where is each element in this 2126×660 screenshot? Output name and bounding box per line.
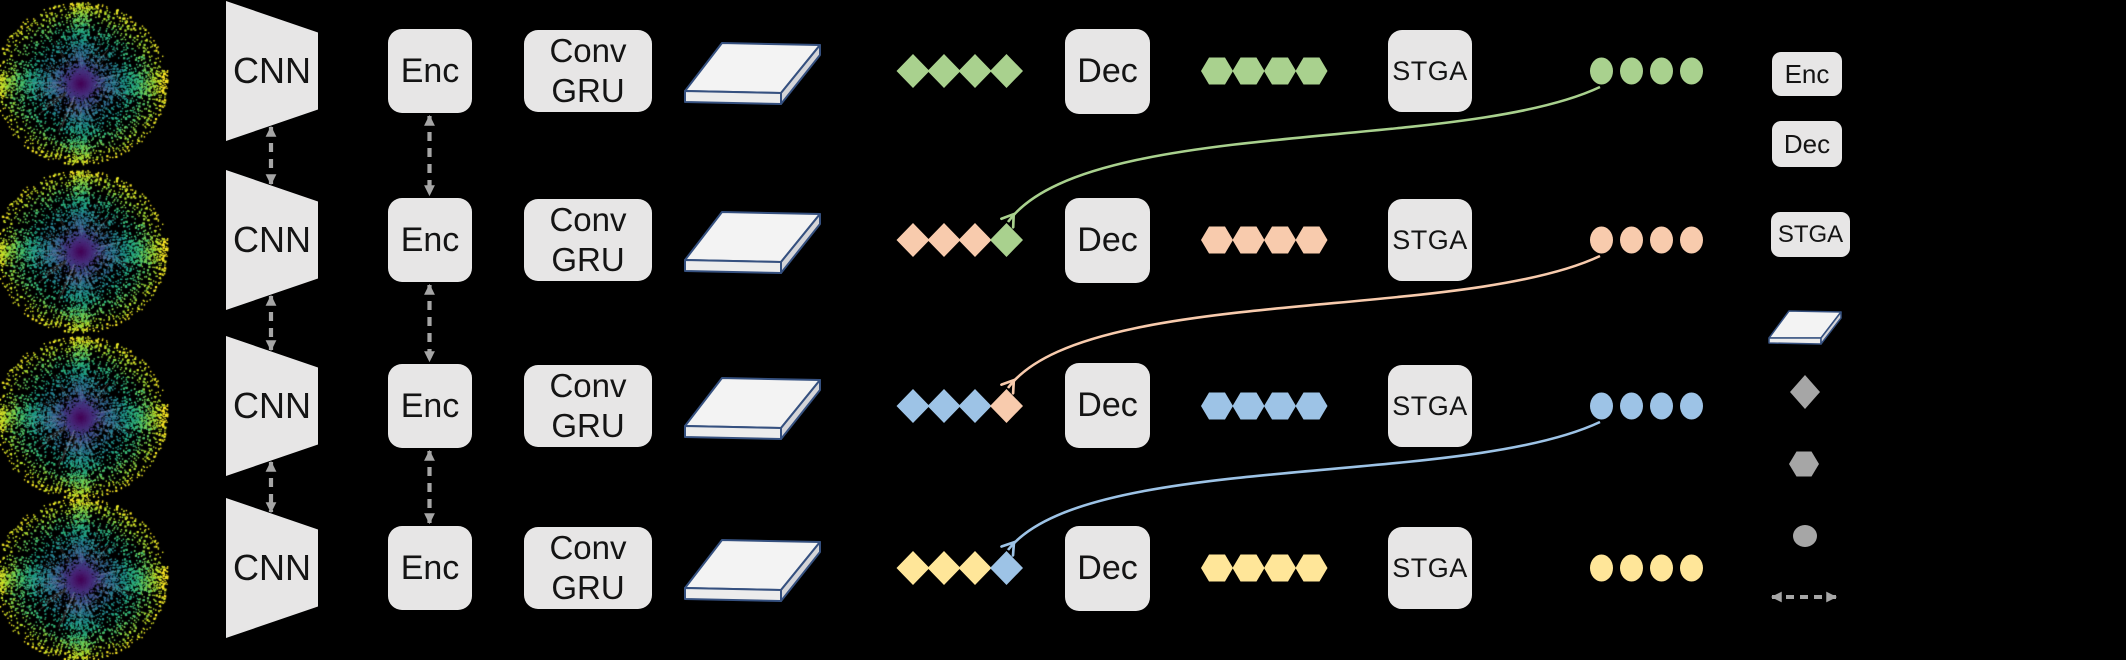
- legend-enc-block: Enc: [1772, 52, 1842, 96]
- hexagon-token-row1-4: [1295, 57, 1328, 85]
- cnn-trapezoid-row2: [226, 170, 318, 310]
- circle-token-row1-2: [1620, 57, 1643, 85]
- convgru-line2: GRU: [551, 72, 625, 109]
- convgru-block-row1: Conv GRU: [524, 30, 652, 112]
- diamond-token-row1-1: [896, 54, 930, 88]
- legend-dec-block: Dec: [1772, 121, 1842, 167]
- convgru-line2: GRU: [551, 407, 625, 444]
- circle-token-row1-1: [1590, 57, 1613, 85]
- dec-block-row1: Dec: [1065, 29, 1150, 114]
- convgru-line1: Conv: [549, 529, 627, 566]
- hexagon-token-row3-2: [1232, 392, 1265, 420]
- diamond-token-row3-3: [958, 389, 992, 423]
- circle-token-row4-2: [1620, 554, 1643, 582]
- convgru-line1: Conv: [549, 32, 627, 69]
- circle-token-row4-3: [1650, 554, 1673, 582]
- circle-token-row1-3: [1650, 57, 1673, 85]
- cnn-trapezoid-row4: [226, 498, 318, 638]
- diamond-token-row4-4: [990, 551, 1023, 585]
- convgru-block-row4: Conv GRU: [524, 527, 652, 609]
- dec-block-row3: Dec: [1065, 363, 1150, 448]
- feature-map-row1: [684, 42, 821, 105]
- diamond-token-row4-1: [896, 551, 930, 585]
- circle-token-row2-3: [1650, 226, 1673, 254]
- enc-block-row4: Enc: [388, 526, 472, 610]
- hexagon-token-row4-4: [1295, 554, 1328, 582]
- circle-token-row3-1: [1590, 392, 1613, 420]
- cnn-trapezoid-row3: [226, 336, 318, 476]
- stga-block-row1: STGA: [1388, 30, 1472, 112]
- legend-circle-token-icon: [1793, 525, 1817, 547]
- circle-token-row2-4: [1680, 226, 1703, 254]
- hexagon-token-row2-1: [1201, 226, 1233, 254]
- hexagon-token-row3-4: [1295, 392, 1328, 420]
- diamond-token-row3-4: [990, 389, 1023, 423]
- hexagon-token-row1-3: [1264, 57, 1296, 85]
- feature-map-row2: [684, 211, 821, 274]
- circle-token-row2-1: [1590, 226, 1613, 254]
- circle-token-row2-2: [1620, 226, 1643, 254]
- circle-token-row4-1: [1590, 554, 1613, 582]
- hexagon-token-row1-2: [1232, 57, 1265, 85]
- diamond-token-row1-2: [927, 54, 961, 88]
- cnn-label-row2: CNN: [233, 219, 311, 260]
- dec-block-row2: Dec: [1065, 198, 1150, 283]
- dec-block-row4: Dec: [1065, 526, 1150, 611]
- convgru-line1: Conv: [549, 367, 627, 404]
- convgru-block-row3: Conv GRU: [524, 365, 652, 447]
- enc-block-row2: Enc: [388, 198, 472, 282]
- circle-token-row3-3: [1650, 392, 1673, 420]
- stga-block-row2: STGA: [1388, 199, 1472, 281]
- legend-stga-block: STGA: [1771, 212, 1850, 257]
- hexagon-token-row4-3: [1264, 554, 1296, 582]
- diamond-token-row4-2: [927, 551, 961, 585]
- convgru-line1: Conv: [549, 201, 627, 238]
- recurrent-arrow-blue: [1008, 420, 1601, 550]
- convgru-line2: GRU: [551, 569, 625, 606]
- diamond-token-row1-4: [990, 54, 1023, 88]
- hexagon-token-row1-1: [1201, 57, 1233, 85]
- stga-block-row4: STGA: [1388, 527, 1472, 609]
- feature-map-row3: [684, 377, 821, 440]
- convgru-block-row2: Conv GRU: [524, 199, 652, 281]
- hexagon-token-row4-1: [1201, 554, 1233, 582]
- diamond-token-row4-3: [958, 551, 992, 585]
- hexagon-token-row4-2: [1232, 554, 1265, 582]
- cnn-trapezoid-row1: [226, 1, 318, 141]
- diamond-token-row3-1: [896, 389, 930, 423]
- diamond-token-row1-3: [958, 54, 992, 88]
- legend-hexagon-token-icon: [1789, 451, 1819, 477]
- recurrent-arrow-green: [1008, 85, 1601, 222]
- hexagon-token-row3-3: [1264, 392, 1296, 420]
- hexagon-token-row2-3: [1264, 226, 1296, 254]
- cnn-label-row4: CNN: [233, 547, 311, 588]
- diamond-token-row3-2: [927, 389, 961, 423]
- diamond-token-row2-2: [927, 223, 961, 257]
- cnn-label-row3: CNN: [233, 385, 311, 426]
- recurrent-arrow-orange: [1008, 254, 1601, 388]
- diamond-token-row2-3: [958, 223, 992, 257]
- enc-block-row3: Enc: [388, 364, 472, 448]
- hexagon-token-row3-1: [1201, 392, 1233, 420]
- enc-block-row1: Enc: [388, 29, 472, 113]
- convgru-line2: GRU: [551, 241, 625, 278]
- diamond-token-row2-4: [990, 223, 1023, 257]
- circle-token-row4-4: [1680, 554, 1703, 582]
- hexagon-token-row2-4: [1295, 226, 1328, 254]
- circle-token-row1-4: [1680, 57, 1703, 85]
- feature-map-row4: [684, 539, 821, 602]
- circle-token-row3-2: [1620, 392, 1643, 420]
- cnn-label-row1: CNN: [233, 50, 311, 91]
- legend-feature-map-icon: [1768, 310, 1842, 345]
- stga-block-row3: STGA: [1388, 365, 1472, 447]
- legend-diamond-token-icon: [1790, 375, 1820, 409]
- diamond-token-row2-1: [896, 223, 930, 257]
- circle-token-row3-4: [1680, 392, 1703, 420]
- hexagon-token-row2-2: [1232, 226, 1265, 254]
